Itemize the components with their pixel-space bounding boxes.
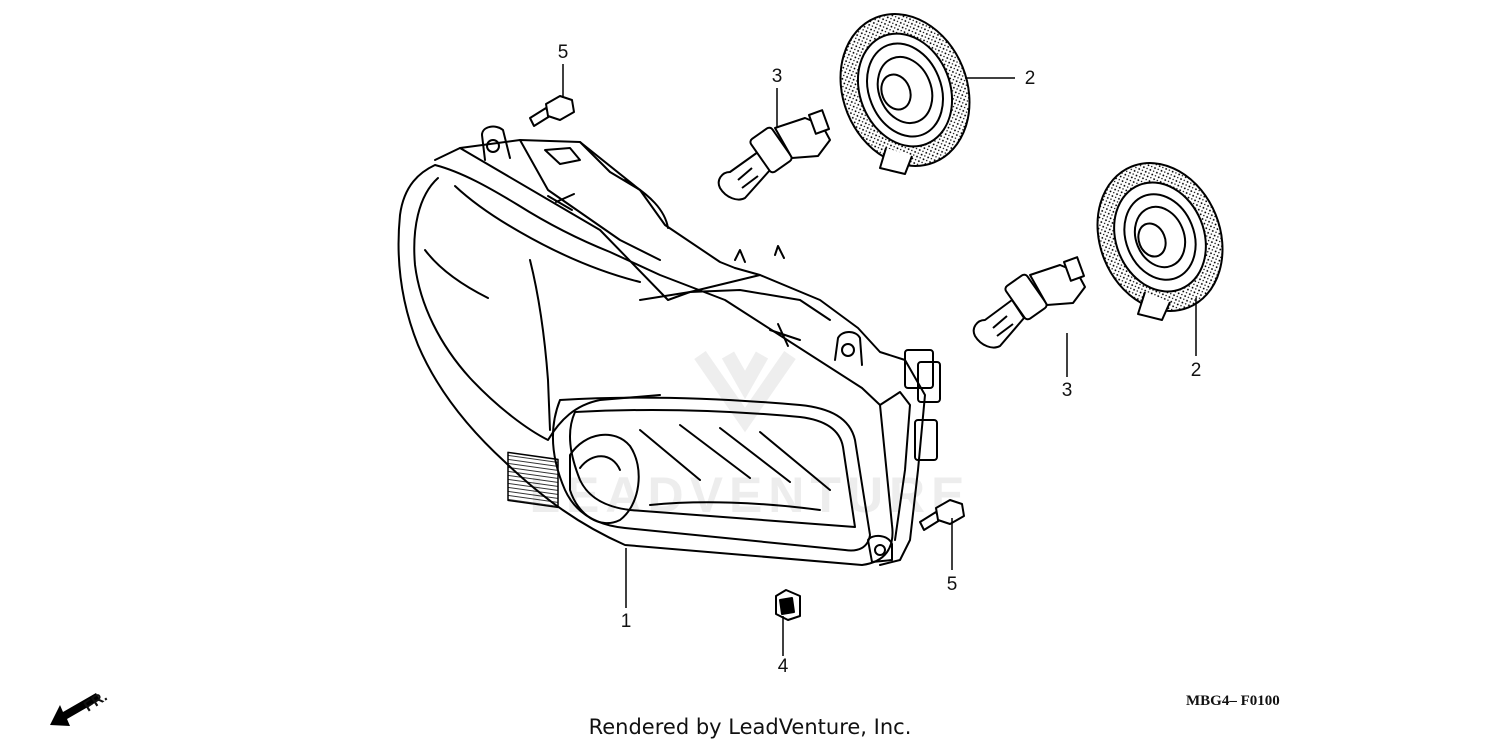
- bulb-cover-upper: [839, 13, 971, 175]
- headlight-assembly: [397, 125, 941, 566]
- callout-2-upper: 2: [1025, 68, 1036, 89]
- callout-labels: 1 2 2 3 3 4 5 5: [558, 42, 1202, 677]
- diagram-code: MBG4– F0100: [1186, 693, 1280, 709]
- callout-2-lower: 2: [1191, 360, 1202, 381]
- bolt-upper: [529, 95, 575, 127]
- bulb-cover-lower: [1096, 162, 1224, 321]
- bolt-lower: [919, 499, 965, 531]
- halogen-bulb-lower: [972, 256, 1086, 349]
- clip-nut: [775, 589, 801, 621]
- front-direction-label: FR.: [81, 688, 111, 715]
- callout-1: 1: [621, 611, 632, 632]
- callout-5-upper: 5: [558, 42, 569, 63]
- halogen-bulb-upper: [717, 109, 831, 201]
- callout-4: 4: [778, 656, 789, 677]
- footer-credit: Rendered by LeadVenture, Inc.: [588, 715, 912, 739]
- callout-5-lower: 5: [947, 574, 958, 595]
- leader-lines: [562, 64, 1197, 656]
- callout-3-upper: 3: [772, 66, 783, 87]
- callout-3-lower: 3: [1062, 380, 1073, 401]
